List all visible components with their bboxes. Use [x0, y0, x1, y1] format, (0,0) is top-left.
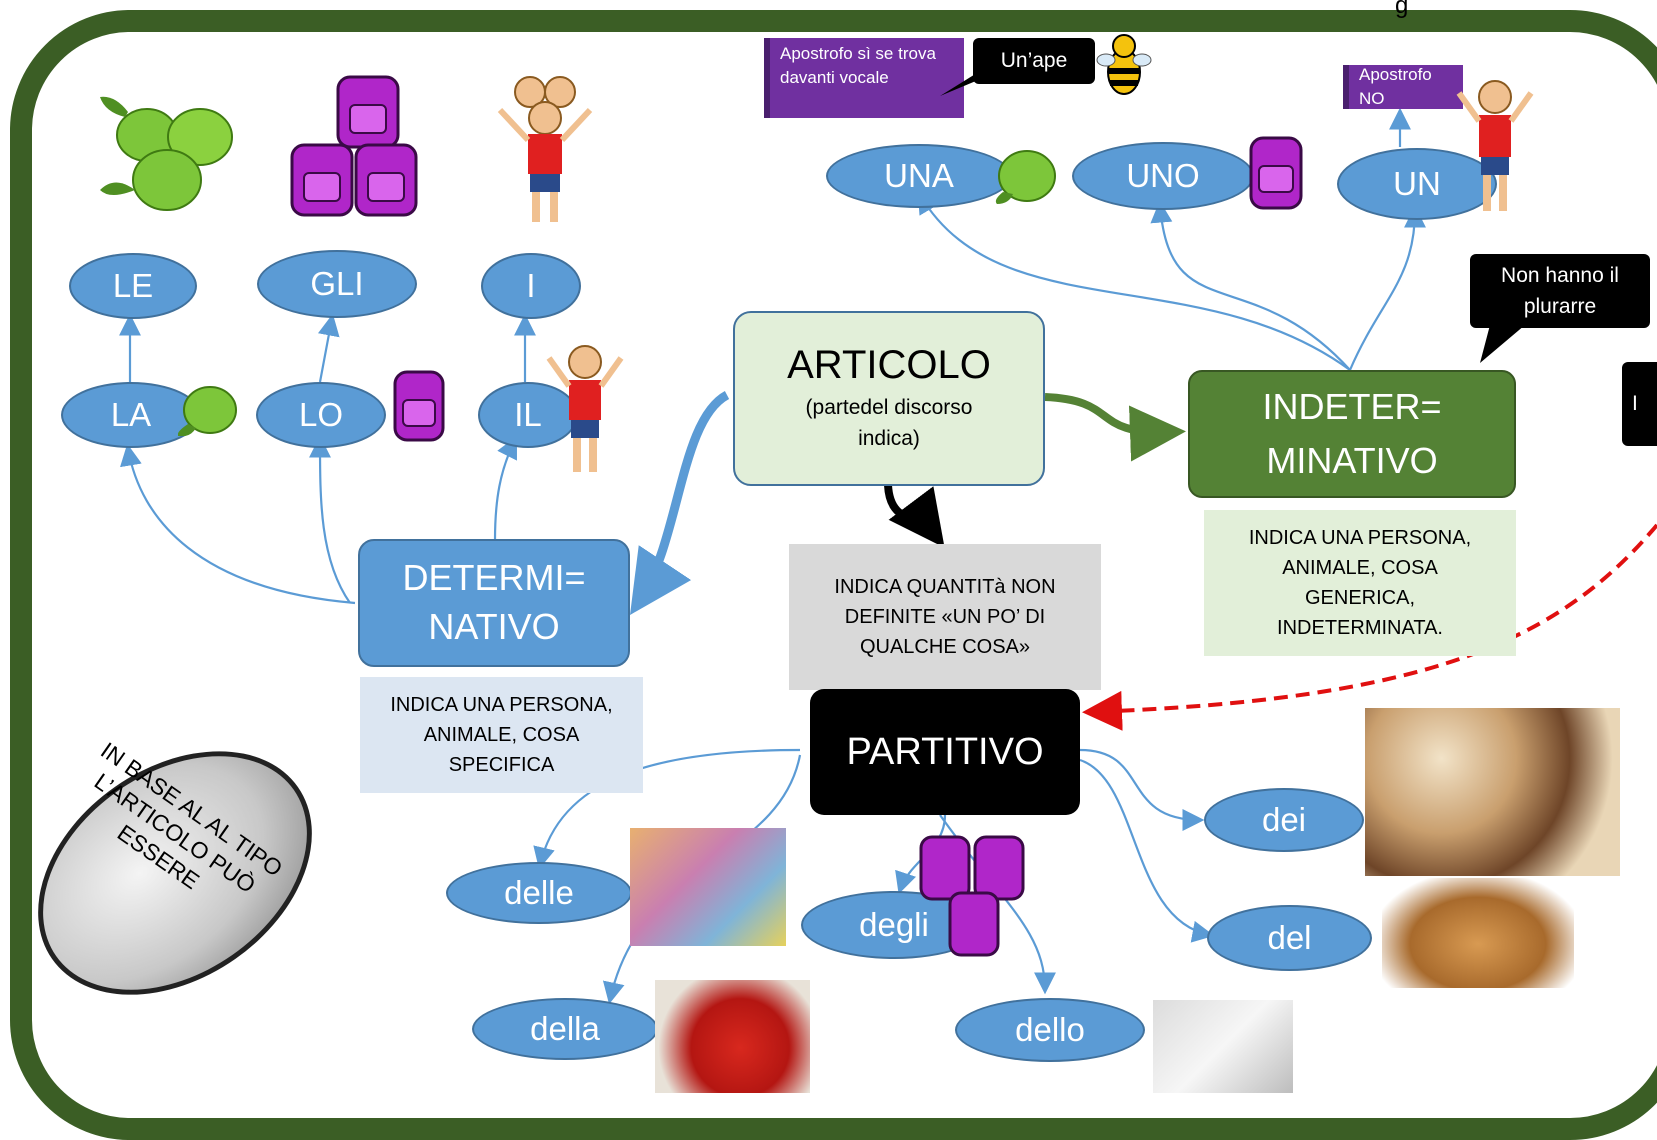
jam-image — [655, 980, 810, 1093]
corner-letter: g — [1395, 0, 1409, 19]
bubble-un-ape: Un’ape — [973, 38, 1095, 84]
note-apostrofo-si: Apostrofo sì se trova davanti vocale — [764, 38, 964, 118]
bubble-no-plurale: Non hanno il plurarre — [1470, 254, 1650, 328]
dolls-image — [630, 828, 786, 946]
articolo-subtitle: (partedel discorso indica) — [805, 395, 973, 451]
indeterminativo-description: INDICA UNA PERSONA, ANIMALE, COSA GENERI… — [1204, 510, 1516, 656]
child-icon — [497, 76, 593, 222]
bubble-tail-icon — [940, 68, 995, 96]
article-un: UN — [1337, 148, 1497, 220]
bubble-right-partial: I — [1622, 362, 1657, 446]
apple-icon — [178, 386, 237, 436]
bread-image — [1382, 878, 1574, 988]
child-icon — [546, 345, 624, 472]
articolo-title: ARTICOLO — [787, 342, 991, 387]
determinativo-box: DETERMI= NATIVO — [358, 539, 630, 667]
apple-icon — [100, 96, 233, 211]
article-il: IL — [478, 382, 578, 448]
sugar-image — [1153, 1000, 1293, 1093]
cookies-image — [1365, 708, 1620, 876]
article-i: I — [481, 253, 581, 319]
determinativo-description: INDICA UNA PERSONA, ANIMALE, COSA SPECIF… — [360, 677, 643, 793]
articolo-box: ARTICOLO (partedel discorso indica) — [733, 311, 1045, 486]
article-dello: dello — [955, 998, 1145, 1062]
article-le: LE — [69, 253, 197, 319]
backpack-icon — [290, 75, 418, 217]
bubble-tail-icon — [1480, 325, 1525, 363]
article-del: del — [1207, 905, 1372, 971]
article-dei: dei — [1204, 788, 1364, 852]
backpack-icon — [393, 370, 445, 442]
apple-icon — [995, 150, 1056, 204]
article-lo: LO — [256, 382, 386, 448]
article-delle: delle — [446, 862, 632, 924]
bee-icon — [1096, 34, 1152, 95]
article-la: LA — [61, 382, 201, 448]
article-una: UNA — [826, 144, 1012, 208]
partitivo-description: INDICA QUANTITà NON DEFINITE «UN PO’ DI … — [789, 544, 1101, 690]
article-della: della — [472, 998, 658, 1060]
indeterminativo-box: INDETER= MINATIVO — [1188, 370, 1516, 498]
article-uno: UNO — [1072, 142, 1254, 210]
backpack-icon — [919, 835, 1025, 957]
article-gli: GLI — [257, 250, 417, 318]
child-icon — [1456, 80, 1534, 211]
partitivo-box: PARTITIVO — [810, 689, 1080, 815]
backpack-icon — [1249, 136, 1303, 210]
note-apostrofo-no: Apostrofo NO — [1343, 65, 1463, 109]
